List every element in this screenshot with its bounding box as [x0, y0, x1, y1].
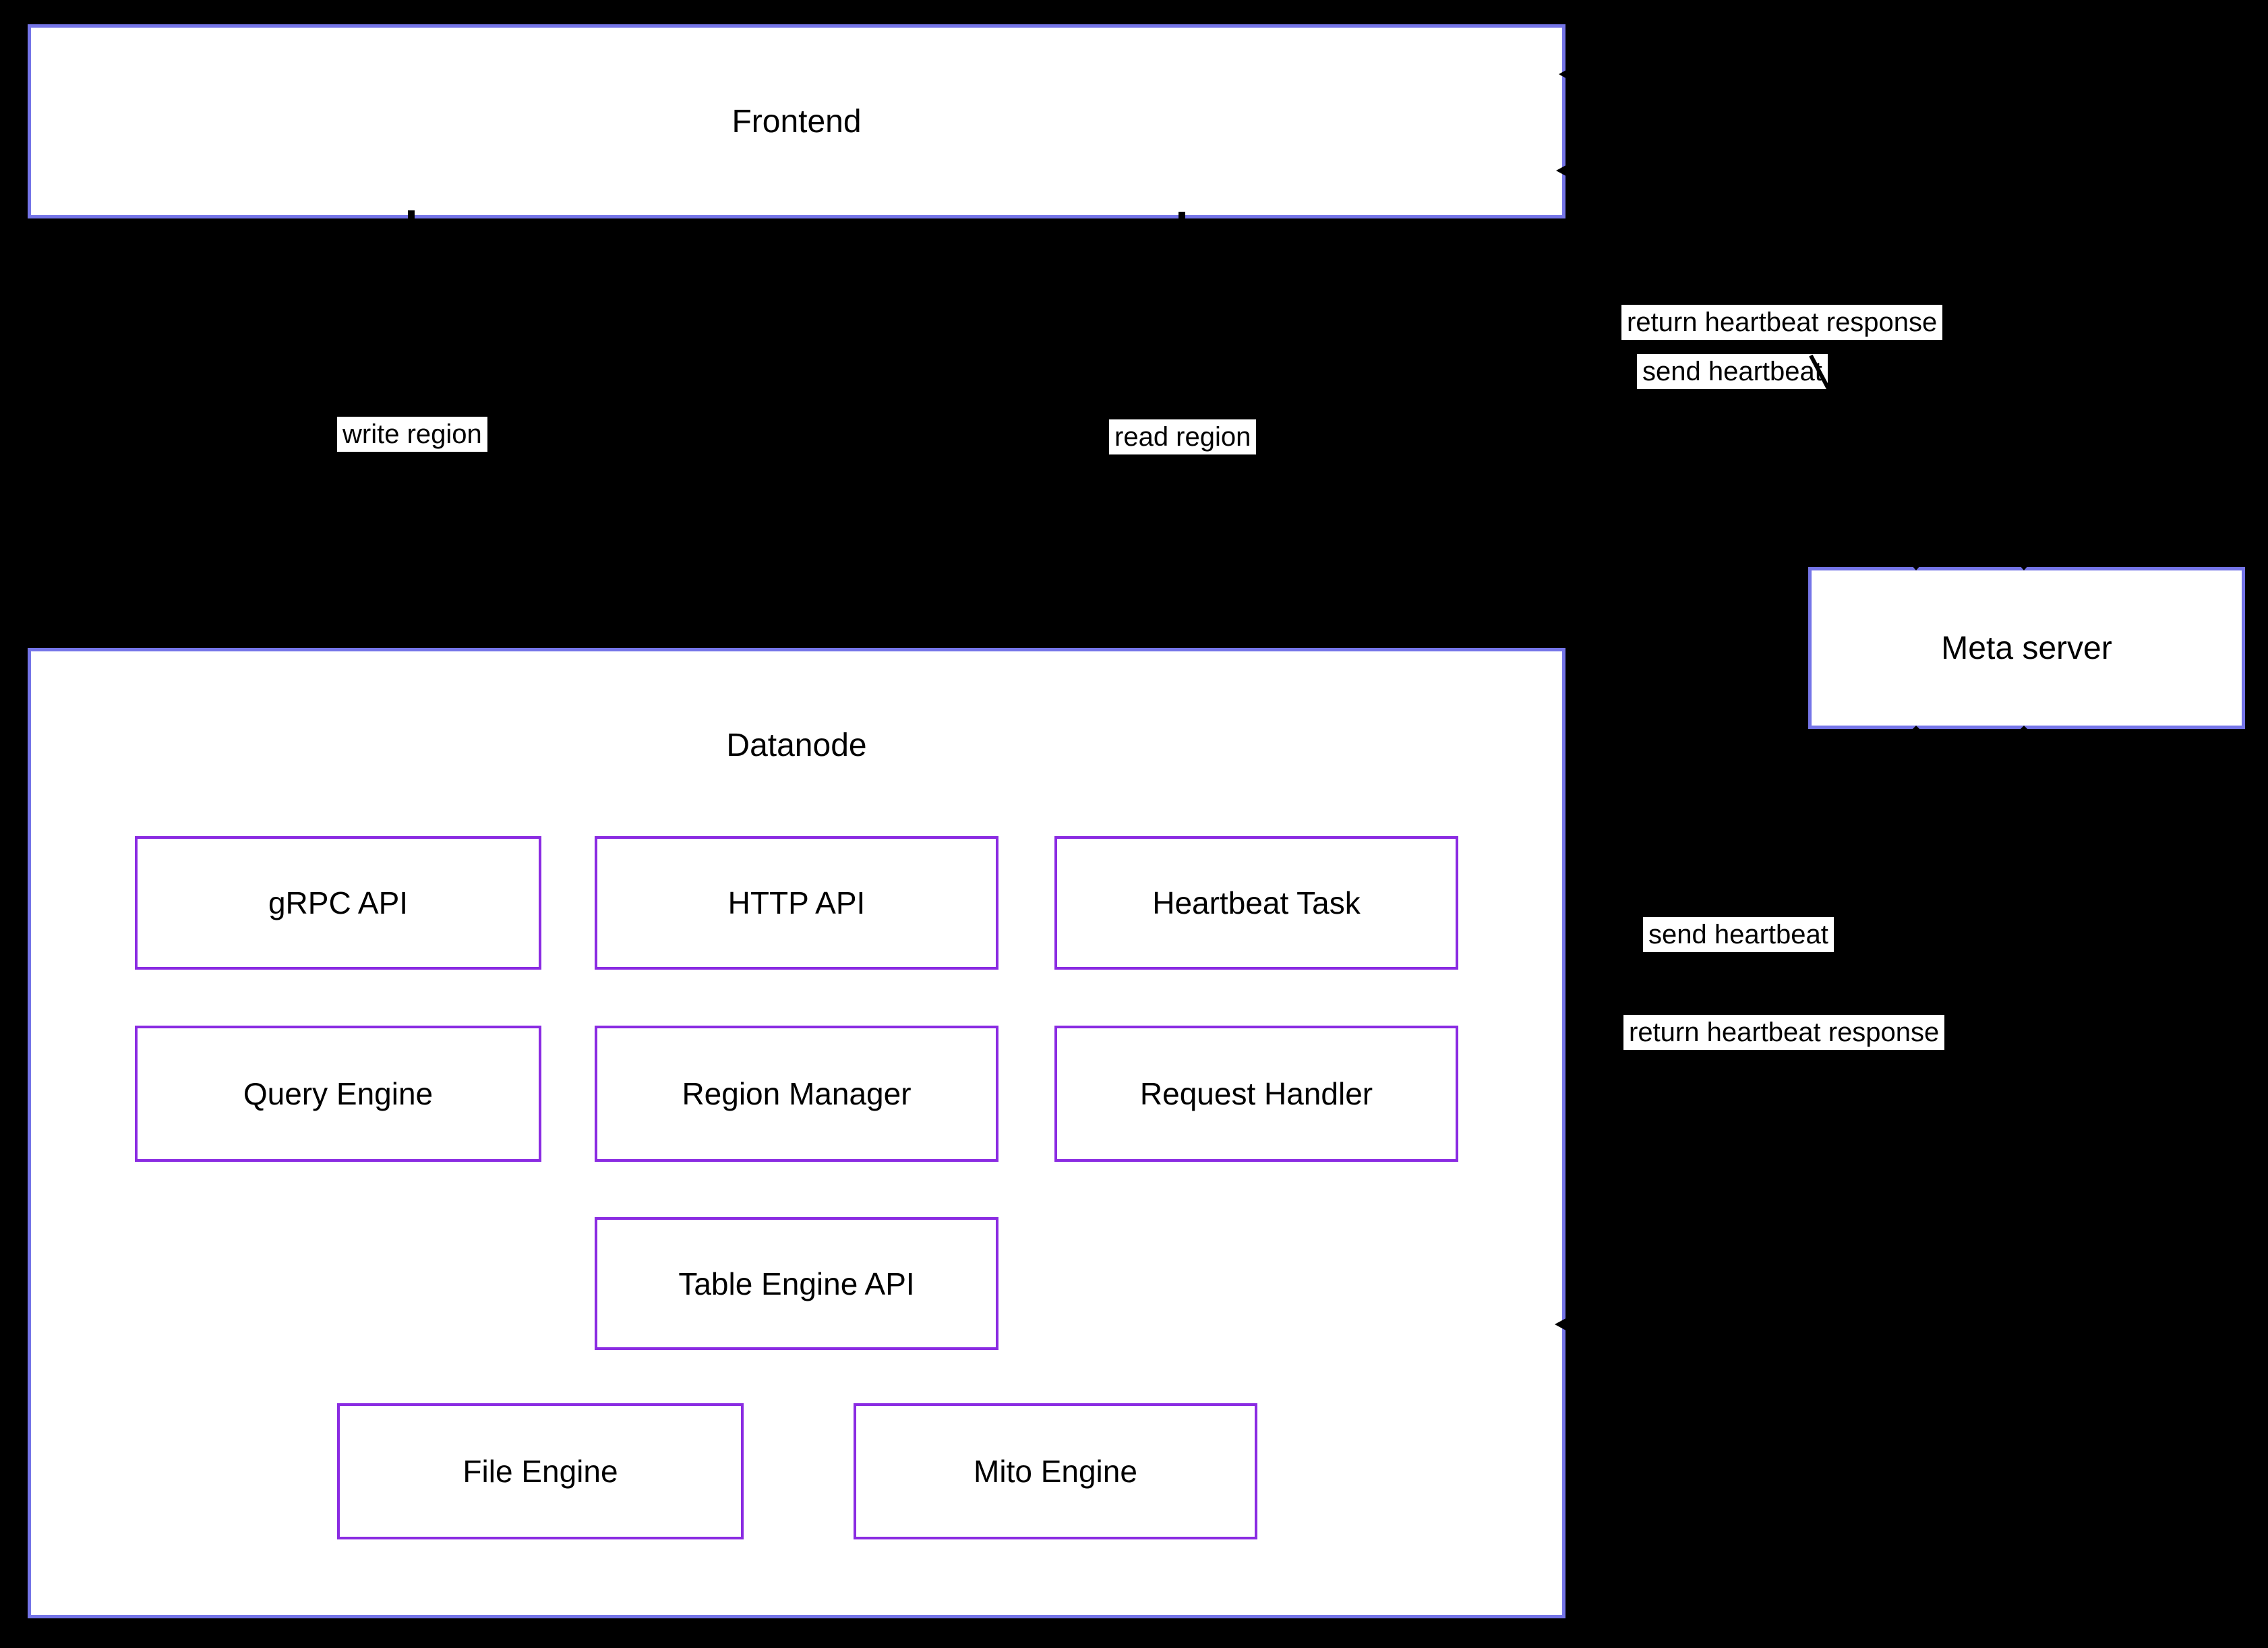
arrowhead-frontend-bottom-write [408, 210, 415, 220]
meta-server-node: Meta server [1808, 567, 2245, 729]
mito-engine-label: Mito Engine [974, 1454, 1137, 1489]
file-engine-node: File Engine [337, 1403, 744, 1539]
arrowhead-datanode-top-read [1180, 639, 1187, 647]
arrowhead-frontend-right-lower [1556, 162, 1572, 179]
frontend-label: Frontend [732, 103, 862, 140]
datanode-label: Datanode [726, 728, 867, 763]
query-engine-label: Query Engine [243, 1076, 434, 1111]
meta-server-label: Meta server [1941, 630, 2112, 666]
mito-engine-node: Mito Engine [854, 1403, 1257, 1539]
grpc-api-node: gRPC API [135, 836, 541, 970]
arrowhead-datanode-top-write [409, 639, 416, 647]
arrowhead-datanode-right [1555, 1316, 1571, 1333]
edge-label-send-heartbeat-mid: send heartbeat [1643, 917, 1834, 952]
arrowhead-meta-bottom-left [1909, 726, 1923, 732]
arrowhead-frontend-right-upper [1559, 67, 1571, 81]
query-engine-node: Query Engine [135, 1026, 541, 1162]
frontend-node: Frontend [28, 24, 1565, 218]
request-handler-label: Request Handler [1139, 1076, 1373, 1111]
arrowhead-meta-top-right [2016, 561, 2032, 570]
grpc-api-label: gRPC API [268, 885, 409, 920]
arrowhead-meta-top-left [1908, 561, 1924, 570]
edge-label-write-region: write region [337, 417, 487, 452]
edge-label-send-heartbeat-top: send heartbeat [1637, 354, 1828, 389]
table-engine-api-node: Table Engine API [595, 1217, 998, 1350]
table-engine-api-label: Table Engine API [678, 1266, 915, 1301]
edge-label-return-heartbeat-response-mid: return heartbeat response [1623, 1015, 1945, 1050]
edge-label-read-region: read region [1109, 419, 1257, 454]
file-engine-label: File Engine [462, 1454, 618, 1489]
region-manager-node: Region Manager [595, 1026, 998, 1162]
http-api-label: HTTP API [727, 885, 866, 920]
request-handler-node: Request Handler [1054, 1026, 1458, 1162]
heartbeat-task-label: Heartbeat Task [1152, 885, 1361, 920]
arrowhead-frontend-bottom-read [1178, 212, 1185, 220]
edge-label-return-heartbeat-response-top: return heartbeat response [1621, 305, 1943, 340]
region-manager-label: Region Manager [682, 1076, 912, 1111]
arrowhead-meta-bottom-right [2017, 726, 2031, 732]
heartbeat-task-node: Heartbeat Task [1054, 836, 1458, 970]
http-api-node: HTTP API [595, 836, 998, 970]
